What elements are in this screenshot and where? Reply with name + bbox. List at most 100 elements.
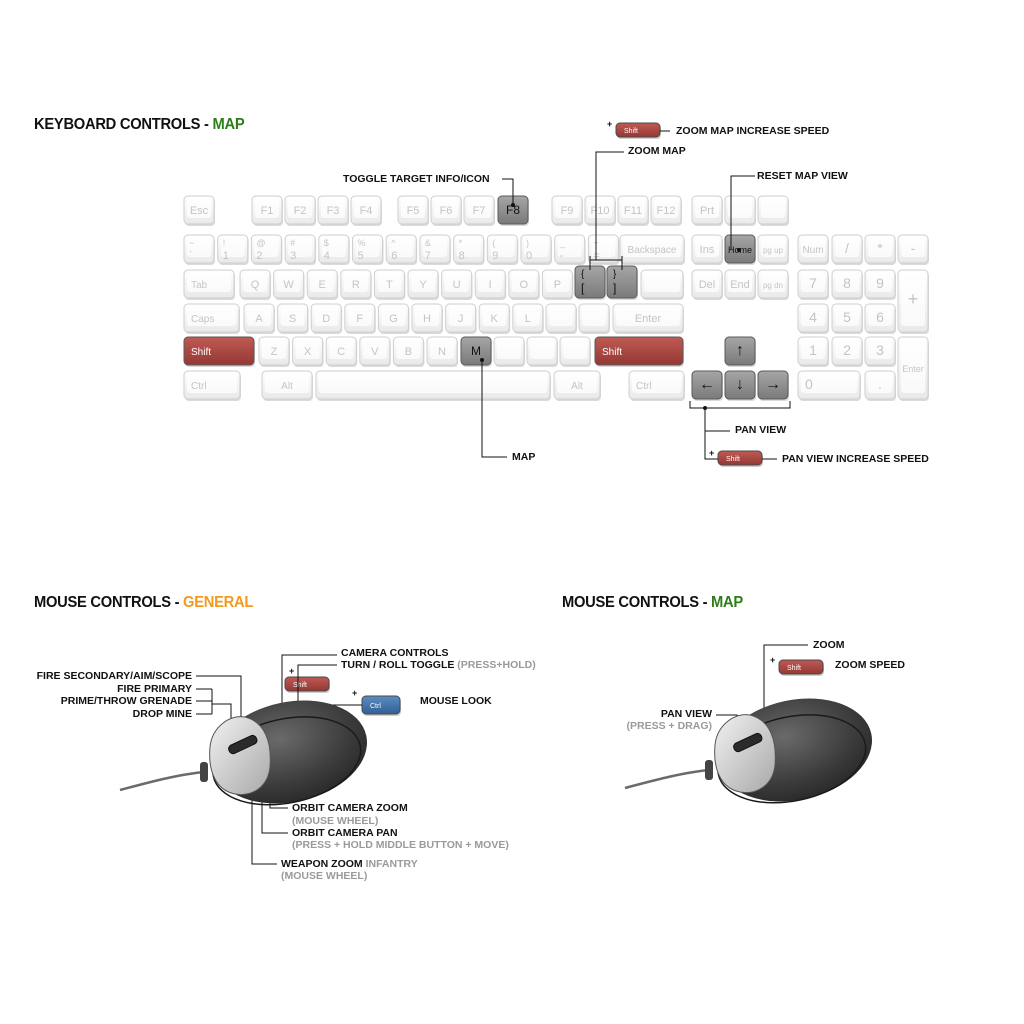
key-n7-label: 7 <box>809 275 817 291</box>
line-reset <box>730 175 755 250</box>
key-f9: F9 <box>551 195 583 226</box>
label-pan-view-mouse-sub: (PRESS + DRAG) <box>626 720 712 732</box>
label-reset-map-view: RESET MAP VIEW <box>757 170 848 182</box>
turn-roll-sub: (PRESS+HOLD) <box>457 659 536 671</box>
key-pgup: pg up <box>757 234 789 265</box>
key-num-label: Num <box>802 245 823 256</box>
key-pause <box>757 195 789 226</box>
mouse-map-title-accent: MAP <box>711 594 743 611</box>
key-pgdn-label: pg dn <box>763 281 783 290</box>
key-num-row-label: ) <box>526 238 529 248</box>
key-numplus: + <box>897 269 929 334</box>
key-e-label: E <box>319 279 326 291</box>
key-c: C <box>325 336 358 367</box>
key-q-label: Q <box>251 279 260 291</box>
label-weapon-zoom: WEAPON ZOOM INFANTRY <box>281 858 418 870</box>
connector-dot <box>737 248 741 252</box>
key-num-row: ^6 <box>385 234 418 265</box>
plus-sign: + <box>289 666 295 676</box>
keyboard-title-accent: MAP <box>212 116 245 133</box>
key-f: F <box>344 303 376 334</box>
key-f6: F6 <box>430 195 462 226</box>
key-i: I <box>474 269 507 300</box>
key-alt-left: Alt <box>261 370 313 401</box>
key-f6-label: F6 <box>440 205 453 217</box>
key-num-row-label: ` <box>189 250 193 262</box>
key-backslash <box>640 269 684 300</box>
key-right: → <box>757 370 789 401</box>
weapon-zoom-accent: INFANTRY <box>365 858 418 870</box>
key-p: P <box>541 269 574 300</box>
key-num-row-label: 9 <box>492 250 498 262</box>
mouse-general-title-main: MOUSE CONTROLS - <box>34 594 184 611</box>
key-shift-right: Shift <box>594 336 684 367</box>
key-enter: Enter <box>612 303 684 334</box>
badge-shift-zoom-label: Shift <box>624 128 638 135</box>
label-orbit-pan: ORBIT CAMERA PAN <box>292 827 398 839</box>
plus-sign: + <box>770 655 776 665</box>
key-ctrl-left-label: Ctrl <box>191 381 207 392</box>
label-prime-throw: PRIME/THROW GRENADE <box>60 695 192 707</box>
key-num-row-label: - <box>560 250 564 262</box>
key-n6-label: 6 <box>876 309 884 325</box>
key-s: S <box>277 303 309 334</box>
badge-ctrl-look-label: Ctrl <box>370 703 381 710</box>
key-num-row-label: 6 <box>391 250 397 262</box>
label-turn-roll: TURN / ROLL TOGGLE (PRESS+HOLD) <box>341 659 536 671</box>
key-numdot: . <box>864 370 896 401</box>
plus-sign: + <box>352 688 358 698</box>
label-toggle-target: TOGGLE TARGET INFO/ICON <box>343 173 490 185</box>
key-space <box>315 370 551 401</box>
key-f4-label: F4 <box>360 205 373 217</box>
line-pan-speed-conn <box>704 431 718 460</box>
key-slash-label: / <box>845 240 849 256</box>
key-numplus-label: + <box>908 289 919 309</box>
key-f4: F4 <box>350 195 382 226</box>
key-f10-label: F10 <box>591 205 610 217</box>
key-del: Del <box>691 269 723 300</box>
line-pan-bracket <box>689 401 791 409</box>
badge-shift-zoom: Shift <box>615 122 661 139</box>
key-y-label: Y <box>419 279 427 291</box>
key-num-row: _- <box>554 234 586 265</box>
key-d: D <box>310 303 343 334</box>
key-pgdn: pg dn <box>757 269 789 300</box>
label-drop-mine: DROP MINE <box>132 708 192 720</box>
mouse-map <box>624 698 873 804</box>
key-prt: Prt <box>691 195 723 226</box>
key-left-label: ← <box>699 376 715 393</box>
key-num-row-label: 8 <box>459 250 465 262</box>
key-f2: F2 <box>284 195 316 226</box>
key-l: L <box>512 303 544 334</box>
label-mouse-look: MOUSE LOOK <box>420 695 492 707</box>
key-rbracket-label: } <box>613 269 617 280</box>
key-n6: 6 <box>864 303 896 334</box>
connector-dot <box>511 203 515 207</box>
key-num-row: #3 <box>284 234 317 265</box>
key-d-label: D <box>322 313 330 325</box>
key-n4-label: 4 <box>809 309 817 325</box>
key-lbracket-label: { <box>581 269 585 280</box>
label-orbit-zoom: ORBIT CAMERA ZOOM <box>292 802 408 814</box>
key-up-label: ↑ <box>736 342 744 359</box>
key-z: Z <box>258 336 290 367</box>
line-fire-secondary <box>196 675 242 735</box>
badge-shift-pan-label: Shift <box>726 456 740 463</box>
key-y: Y <box>407 269 439 300</box>
key-star: * <box>864 234 896 265</box>
turn-roll-text: TURN / ROLL TOGGLE <box>341 659 455 671</box>
key-n1: 1 <box>797 336 829 367</box>
label-fire-secondary: FIRE SECONDARY/AIM/SCOPE <box>36 670 192 682</box>
key-num-row-label: ~ <box>189 238 194 248</box>
key-e: E <box>306 269 339 300</box>
key-v-label: V <box>371 346 379 358</box>
key-num-row-label: $ <box>324 238 329 248</box>
plus-sign: + <box>709 448 715 458</box>
label-weapon-zoom-sub: (MOUSE WHEEL) <box>281 870 368 882</box>
key-num-row: ~` <box>183 234 215 265</box>
key-n8: 8 <box>831 269 863 300</box>
key-down: ↓ <box>724 370 756 401</box>
key-j: J <box>445 303 477 334</box>
key-n2-label: 2 <box>843 342 851 358</box>
key-w: W <box>273 269 305 300</box>
